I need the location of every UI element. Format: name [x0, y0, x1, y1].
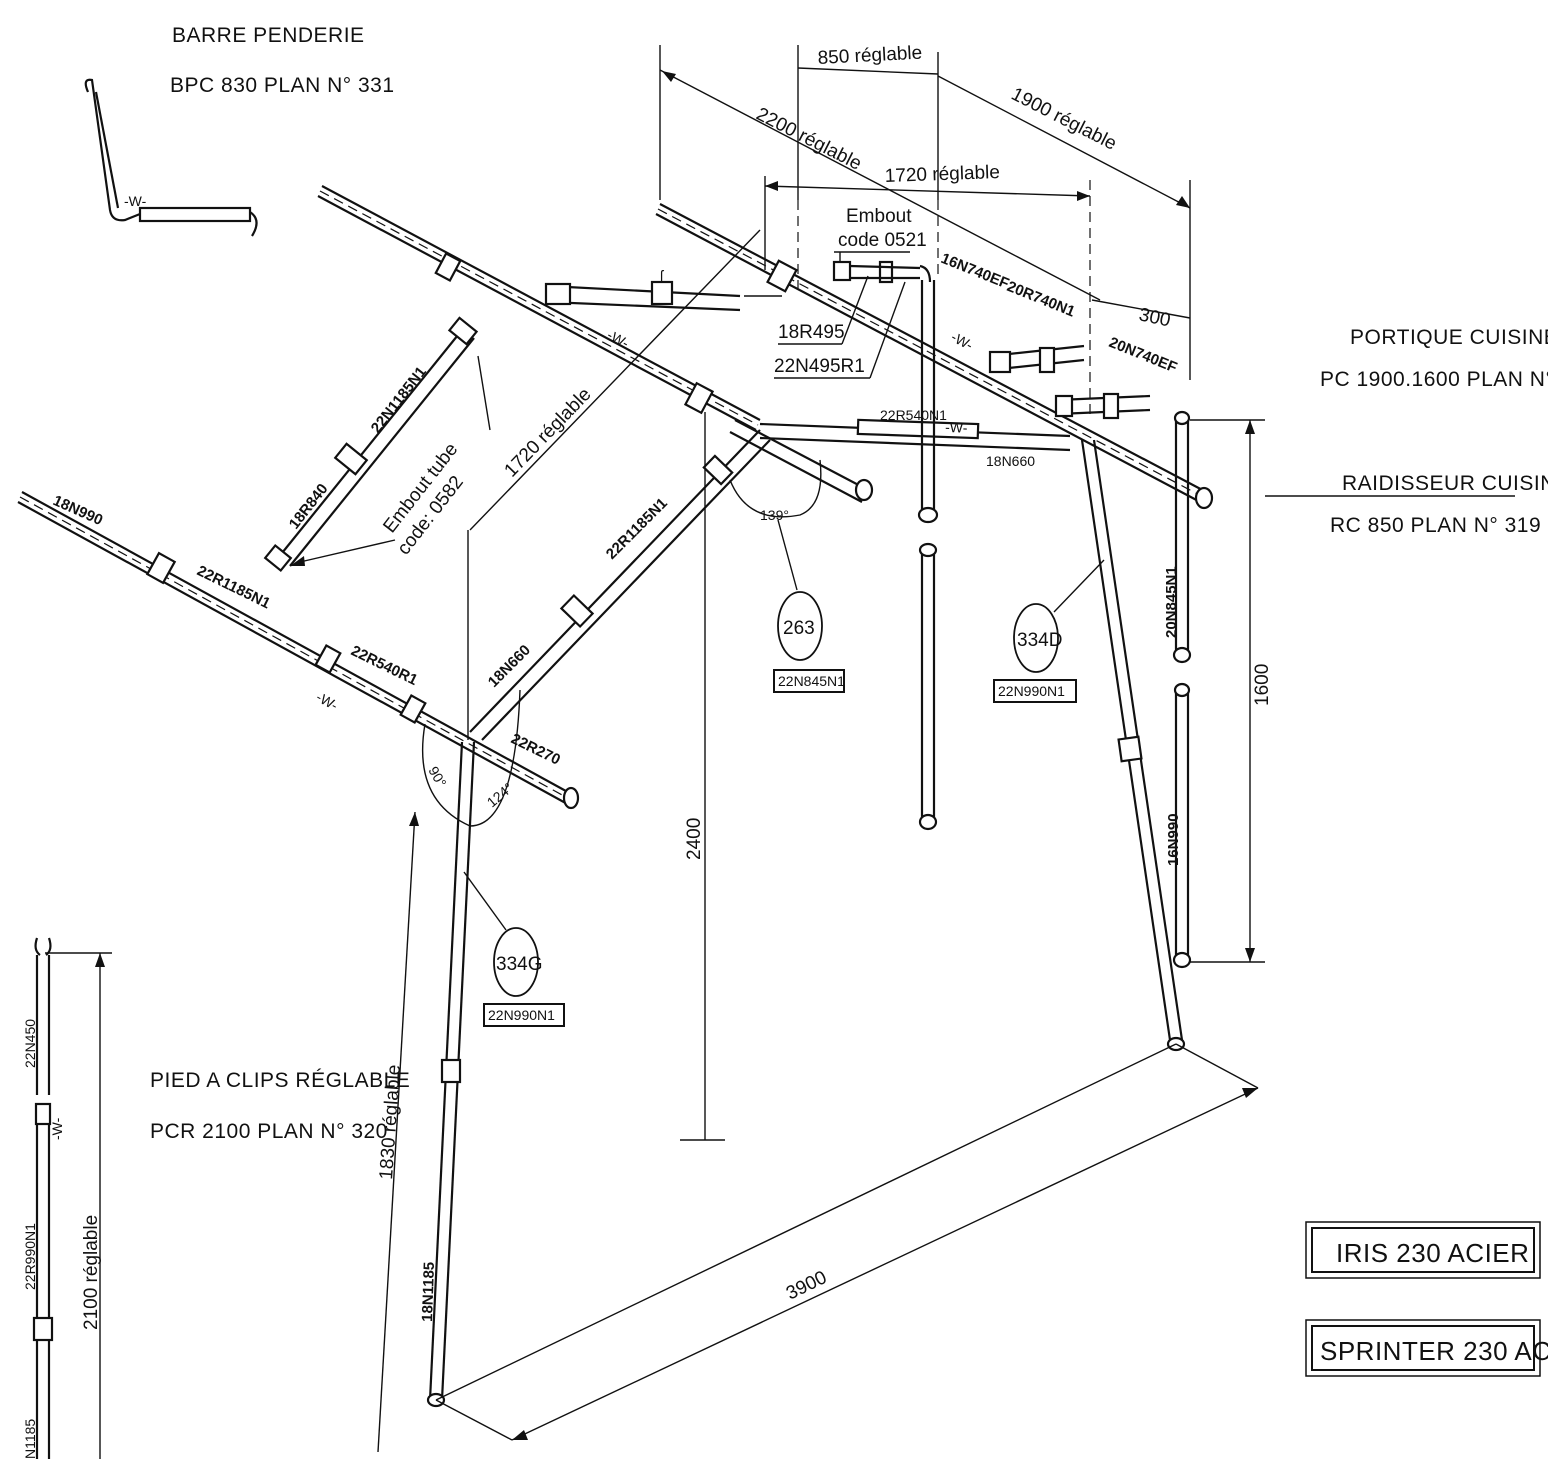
code-18N660-right: 18N660: [986, 453, 1035, 469]
model-iris-label: IRIS 230 ACIER: [1336, 1238, 1529, 1268]
svg-text:-W-: -W-: [314, 689, 342, 714]
angle-139: 139°: [760, 507, 789, 523]
dim-2100: 2100 réglable: [81, 1215, 102, 1330]
callout-334G: 334G 22N990N1: [463, 871, 565, 1027]
code-16N740EF: 16N740EF: [939, 250, 1012, 293]
raidisseur-title: RAIDISSEUR CUISINE: [1342, 472, 1548, 495]
code-N1185: N1185: [22, 1419, 38, 1459]
code-16N990: 16N990: [1165, 813, 1182, 866]
dim-2400: 2400: [684, 818, 705, 860]
embout-code: code 0521: [838, 230, 927, 251]
angles: 139° 90° 124°: [421, 459, 822, 827]
dim-1600: 1600: [1252, 664, 1273, 706]
callout-263-id: 263: [783, 618, 815, 639]
embout-label: Embout: [846, 206, 912, 227]
svg-text:-W-: -W-: [49, 1117, 65, 1140]
model-sprinter-label: SPRINTER 230 ACIER: [1320, 1336, 1548, 1366]
code-22R540N1: 22R540N1: [880, 407, 947, 423]
code-22R540R1: 22R540R1: [348, 642, 420, 689]
dim-300: 300: [1137, 304, 1172, 331]
callout-334D-code: 22N990N1: [998, 683, 1065, 699]
portique-title: PORTIQUE CUISINE: [1350, 326, 1548, 349]
frame-tubes: -W- -W- -W- ʃ: [17, 185, 1214, 1408]
portique-plan: PC 1900.1600 PLAN N° 322: [1320, 368, 1548, 391]
code-22N495R1: 22N495R1: [774, 356, 865, 377]
model-iris: IRIS 230 ACIER: [1305, 1221, 1541, 1279]
part-codes: 18N990 22R1185N1 22R540R1 18R840 22N1185…: [50, 206, 1182, 1322]
raidisseur-plan: RC 850 PLAN N° 319: [1330, 514, 1541, 537]
pied-plan: PCR 2100 PLAN N° 320: [150, 1120, 388, 1143]
svg-text:-W-: -W-: [945, 419, 968, 436]
code-22N1185N1: 22N1185N1: [368, 364, 430, 437]
code-18N1185: 18N1185: [419, 1262, 438, 1323]
svg-text:ʃ: ʃ: [659, 267, 665, 283]
svg-text:-W-: -W-: [605, 327, 632, 352]
barre-plan: BPC 830 PLAN N° 331: [170, 74, 395, 97]
code-20R740N1: 20R740N1: [1005, 278, 1078, 321]
code-20N740EF: 20N740EF: [1107, 334, 1180, 377]
model-sprinter: SPRINTER 230 ACIER: [1305, 1319, 1548, 1377]
vertical-dimensions: 2400 1600 1720 réglable 1830 réglable 39…: [376, 229, 1273, 1453]
dim-1720-left: 1720 réglable: [500, 384, 595, 481]
code-18R495: 18R495: [778, 322, 845, 343]
dim-850: 850 réglable: [817, 43, 923, 69]
callout-334D: 334D 22N990N1: [993, 559, 1105, 703]
callout-334D-id: 334D: [1017, 630, 1062, 651]
code-22N450: 22N450: [22, 1019, 38, 1068]
pied-a-clips-sketch: 22N450 22R990N1 N1185 2100 réglable -W-: [22, 937, 112, 1459]
code-20N845N1: 20N845N1: [1163, 566, 1180, 638]
code-22R990N1: 22R990N1: [22, 1223, 38, 1290]
callout-263-code: 22N845N1: [778, 673, 845, 689]
barre-penderie-sketch: -W-: [84, 78, 258, 237]
svg-text:-W-: -W-: [949, 329, 976, 354]
callout-334G-code: 22N990N1: [488, 1007, 555, 1023]
dim-1900: 1900 réglable: [1008, 84, 1120, 155]
svg-text:-W-: -W-: [124, 193, 147, 209]
dim-3900: 3900: [783, 1267, 830, 1304]
dim-2200: 2200 réglable: [753, 104, 865, 175]
pied-title: PIED A CLIPS RÉGLABLE: [150, 1069, 410, 1092]
barre-title: BARRE PENDERIE: [172, 24, 365, 47]
callout-263: 263 22N845N1: [773, 519, 845, 693]
callout-334G-id: 334G: [496, 954, 542, 975]
code-18N660-left: 18N660: [485, 642, 534, 691]
dim-1720-top: 1720 réglable: [884, 162, 1000, 187]
angle-124: 124°: [484, 779, 516, 810]
